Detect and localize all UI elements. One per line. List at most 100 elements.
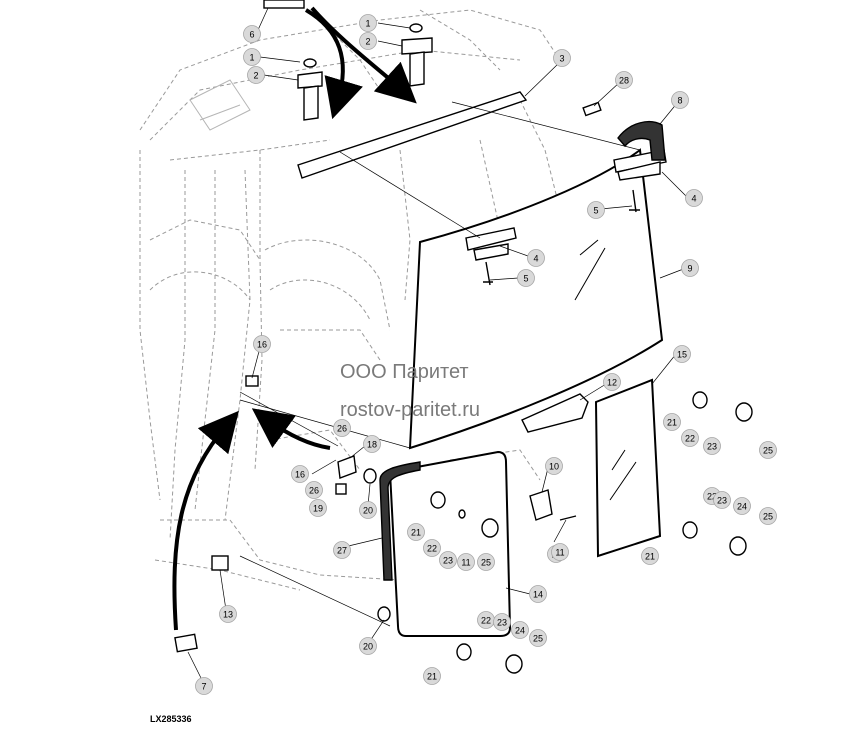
callout-circle — [759, 507, 777, 525]
callout-number: 4 — [691, 194, 696, 204]
callout-circle — [493, 613, 511, 631]
roof-strip — [297, 91, 528, 179]
callout-18: 18 — [363, 435, 381, 453]
callout-3: 3 — [553, 49, 571, 67]
callout-number: 20 — [363, 642, 373, 652]
callout-number: 18 — [367, 440, 377, 450]
callout-number: 23 — [443, 556, 453, 566]
callout-circle — [673, 345, 691, 363]
callout-number: 2 — [253, 71, 258, 81]
callout-5: 5 — [517, 269, 535, 287]
callout-circle — [439, 551, 457, 569]
callout-circle — [587, 201, 605, 219]
callout-number: 22 — [685, 434, 695, 444]
callout-number: 25 — [763, 512, 773, 522]
callout-number: 22 — [707, 492, 717, 502]
callout-number: 6 — [249, 30, 254, 40]
callout-circle — [529, 585, 547, 603]
callout-number: 26 — [309, 486, 319, 496]
watermark-company: ООО Паритет — [340, 361, 469, 383]
callout-16: 16 — [253, 335, 271, 353]
callout-number: 25 — [533, 634, 543, 644]
callout-11: 11 — [457, 553, 475, 571]
callout-23: 23 — [493, 613, 511, 631]
callout-26: 26 — [333, 419, 351, 437]
callout-number: 23 — [717, 496, 727, 506]
callout-circle — [247, 66, 265, 84]
callout-number: 16 — [295, 470, 305, 480]
callout-circle — [553, 49, 571, 67]
callout-number: 25 — [763, 446, 773, 456]
callout-number: 13 — [223, 610, 233, 620]
roof-brackets — [263, 0, 433, 121]
callout-25: 25 — [477, 553, 495, 571]
callout-16: 16 — [291, 465, 309, 483]
callout-number: 10 — [549, 462, 559, 472]
callout-circle — [359, 14, 377, 32]
callout-circle — [305, 481, 323, 499]
callout-circle — [641, 547, 659, 565]
seal — [617, 121, 666, 161]
callout-number: 25 — [481, 558, 491, 568]
callout-circle — [615, 71, 633, 89]
callout-number: 28 — [619, 76, 629, 86]
leader-lines — [187, 7, 689, 685]
callout-number: 21 — [667, 418, 677, 428]
callout-22: 22 — [681, 429, 699, 447]
callout-number: 21 — [645, 552, 655, 562]
callout-5: 5 — [587, 201, 605, 219]
callout-4: 4 — [685, 189, 703, 207]
callout-number: 8 — [677, 96, 682, 106]
callout-number: 9 — [687, 264, 692, 274]
callout-number: 11 — [555, 548, 564, 558]
callout-number: 20 — [363, 506, 373, 516]
callout-circle — [603, 373, 621, 391]
callout-circle — [359, 637, 377, 655]
callout-1: 1 — [359, 14, 377, 32]
callout-number: 21 — [411, 528, 421, 538]
callout-2: 2 — [359, 32, 377, 50]
callout-circle — [671, 91, 689, 109]
clip-28 — [582, 101, 602, 117]
callout-26: 26 — [305, 481, 323, 499]
callout-21: 21 — [641, 547, 659, 565]
callout-number: 14 — [533, 590, 543, 600]
callout-number: 16 — [257, 340, 267, 350]
callout-circle — [713, 491, 731, 509]
callout-28: 28 — [615, 71, 633, 89]
lock-10 — [529, 489, 553, 521]
callout-21: 21 — [407, 523, 425, 541]
callout-number: 24 — [515, 626, 525, 636]
callout-22: 22 — [423, 539, 441, 557]
callout-number: 2 — [365, 37, 370, 47]
callout-circle — [529, 629, 547, 647]
callout-2: 2 — [247, 66, 265, 84]
callout-7: 7 — [195, 677, 213, 695]
callout-number: 5 — [593, 206, 598, 216]
callout-circle — [219, 605, 237, 623]
callout-number: 11 — [461, 558, 470, 568]
callout-12: 12 — [603, 373, 621, 391]
callout-circle — [363, 435, 381, 453]
callout-22: 22 — [477, 611, 495, 629]
callout-25: 25 — [529, 629, 547, 647]
callout-20: 20 — [359, 637, 377, 655]
callout-11: 11 — [551, 543, 569, 561]
door-window — [388, 450, 512, 637]
callout-circle — [457, 553, 475, 571]
seal-strip — [379, 461, 421, 581]
callout-circle — [527, 249, 545, 267]
callout-number: 19 — [313, 504, 323, 514]
callout-circle — [545, 457, 563, 475]
callout-13: 13 — [219, 605, 237, 623]
callout-number: 24 — [737, 502, 747, 512]
callout-circle — [423, 539, 441, 557]
callout-24: 24 — [511, 621, 529, 639]
callout-number: 27 — [337, 546, 347, 556]
callout-21: 21 — [663, 413, 681, 431]
callout-20: 20 — [359, 501, 377, 519]
callout-circle — [359, 32, 377, 50]
callout-number: 5 — [523, 274, 528, 284]
callout-circle — [407, 523, 425, 541]
